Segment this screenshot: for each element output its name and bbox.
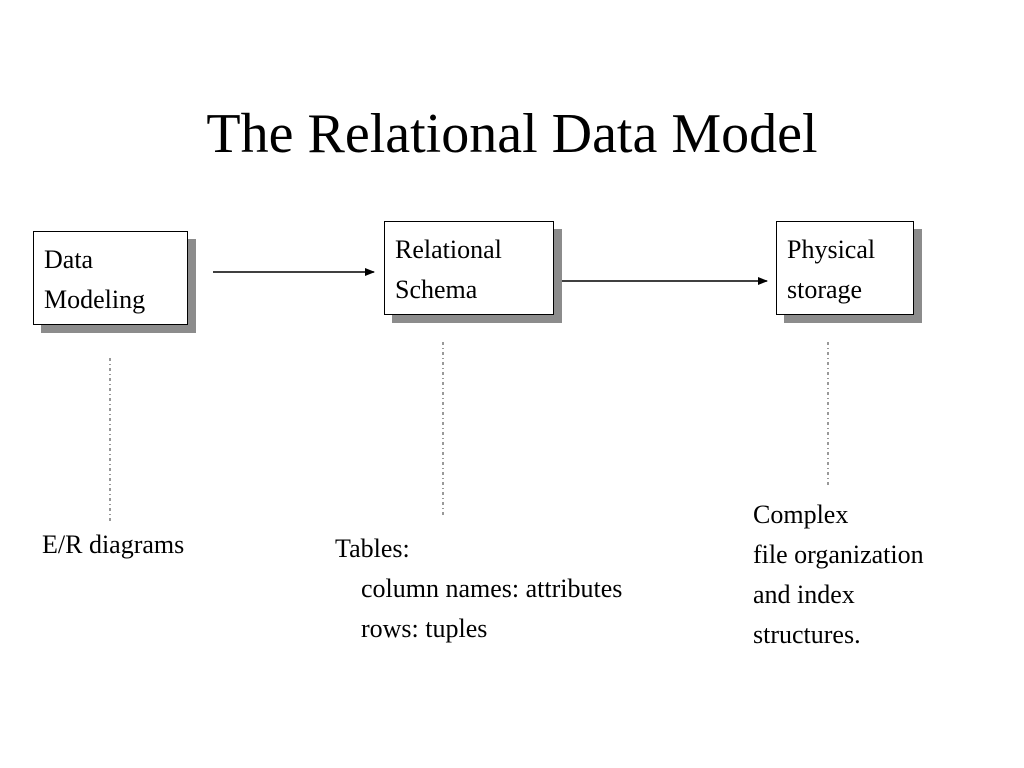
note-heading: Tables: bbox=[335, 534, 410, 563]
node-label-line: Data bbox=[44, 245, 94, 274]
note-line: file organization bbox=[753, 540, 924, 569]
note-item-rows: rows: tuples bbox=[361, 614, 488, 643]
slide-title: The Relational Data Model bbox=[206, 103, 818, 165]
node-label-line: Relational bbox=[395, 235, 502, 264]
node-label-line: Modeling bbox=[44, 285, 146, 314]
node-label-line: Physical bbox=[787, 235, 876, 264]
node-box: Relational Schema bbox=[384, 221, 554, 315]
note-line: structures. bbox=[753, 620, 861, 649]
node-box: Data Modeling bbox=[33, 231, 188, 325]
node-relational-schema: Relational Schema bbox=[384, 221, 562, 323]
note-tables: Tables: column names: attributes rows: t… bbox=[335, 529, 622, 649]
note-physical-structures: Complex file organization and index stru… bbox=[753, 495, 924, 655]
note-item-columns: column names: attributes bbox=[361, 574, 623, 603]
node-box: Physical storage bbox=[776, 221, 914, 315]
node-label-line: Schema bbox=[395, 275, 478, 304]
note-text: E/R diagrams bbox=[42, 530, 185, 559]
node-physical-storage: Physical storage bbox=[776, 221, 922, 323]
node-label-line: storage bbox=[787, 275, 863, 304]
node-data-modeling: Data Modeling bbox=[33, 231, 196, 333]
note-er-diagrams: E/R diagrams bbox=[42, 525, 184, 565]
note-line: Complex bbox=[753, 500, 849, 529]
note-line: and index bbox=[753, 580, 855, 609]
